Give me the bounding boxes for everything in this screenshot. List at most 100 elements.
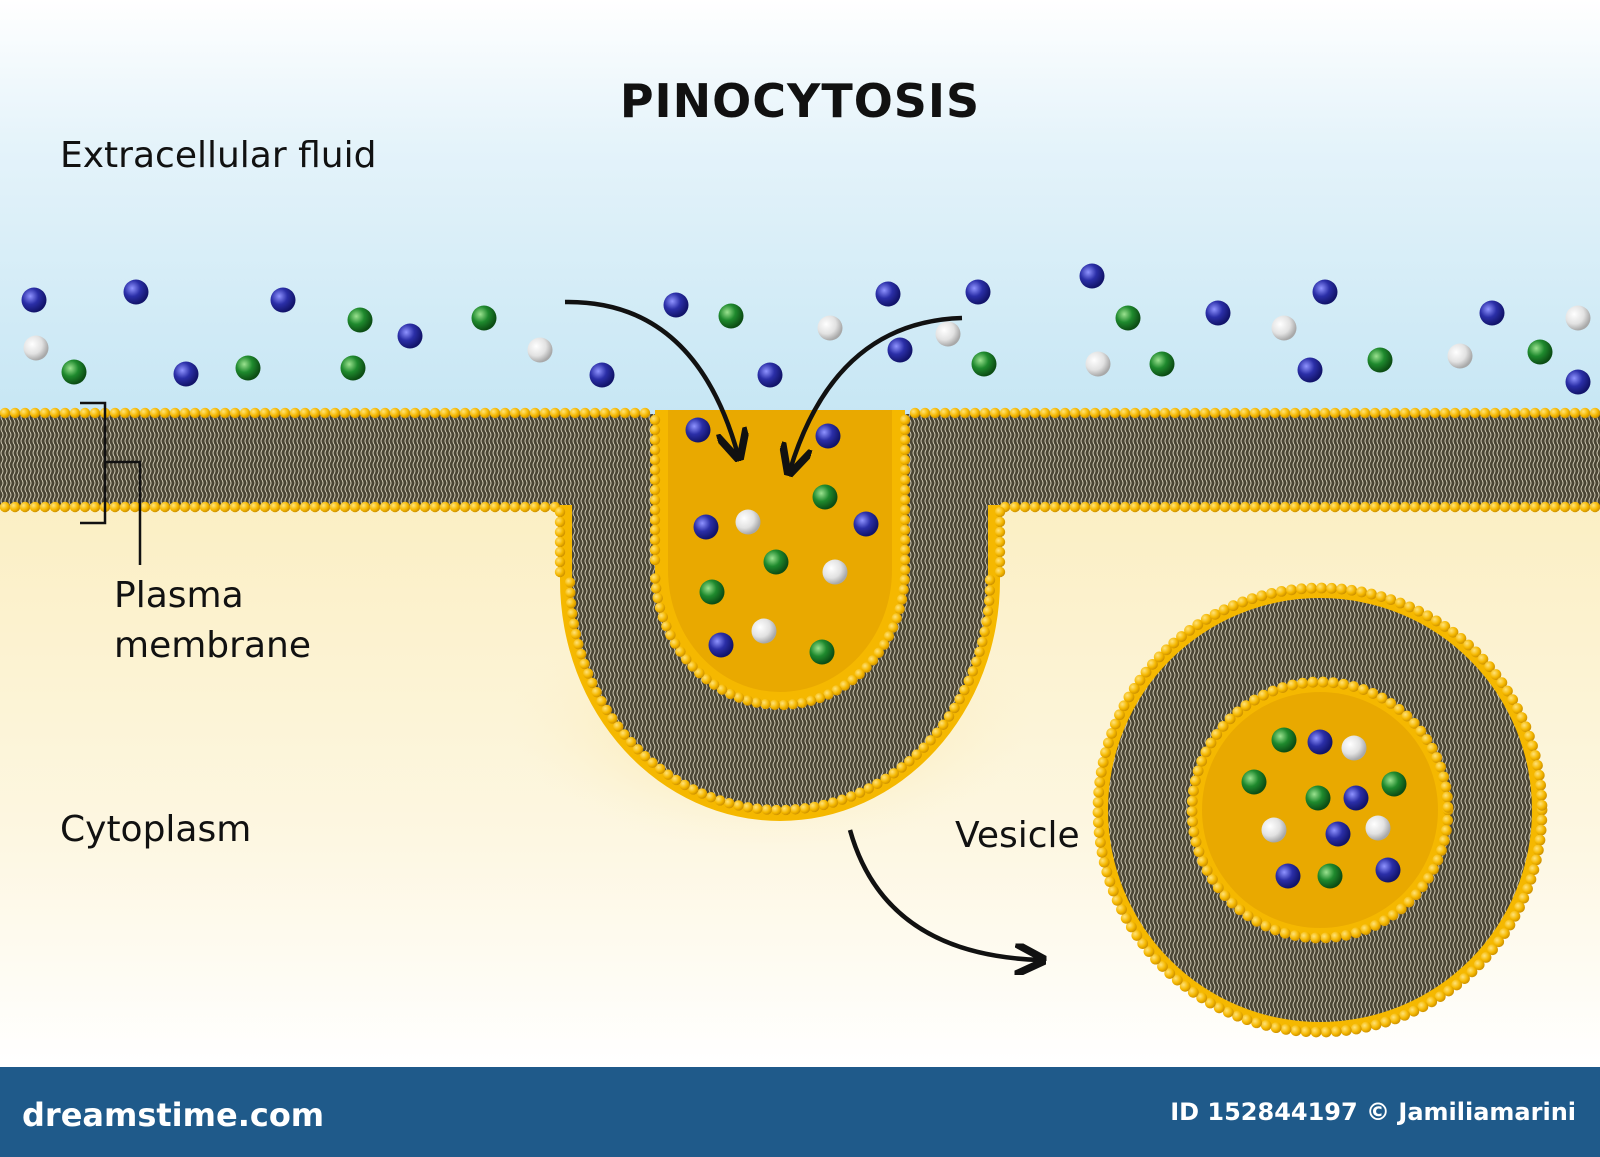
phospholipid-head xyxy=(1487,944,1498,956)
phospholipid-head xyxy=(1535,779,1547,791)
phospholipid-head xyxy=(661,620,672,632)
phospholipid-head xyxy=(716,684,728,695)
phospholipid-head xyxy=(379,501,391,513)
phospholipid-head xyxy=(1404,601,1415,613)
phospholipid-head xyxy=(319,501,331,513)
phospholipid-head xyxy=(1440,781,1452,793)
phospholipid-head xyxy=(994,516,1006,528)
phospholipid-head xyxy=(607,713,618,724)
blue-particle xyxy=(887,337,913,363)
phospholipid-head xyxy=(1119,501,1131,513)
phospholipid-head xyxy=(761,804,773,815)
phospholipid-head xyxy=(909,407,921,419)
phospholipid-head xyxy=(1039,407,1051,419)
phospholipid-head xyxy=(69,407,81,419)
phospholipid-head xyxy=(1159,407,1171,419)
phospholipid-head xyxy=(1378,915,1390,927)
phospholipid-head xyxy=(694,667,705,679)
phospholipid-head xyxy=(1536,789,1547,801)
phospholipid-head xyxy=(1029,407,1041,419)
phospholipid-head xyxy=(847,674,858,686)
phospholipid-head xyxy=(880,773,891,784)
phospholipid-head xyxy=(554,556,566,568)
phospholipid-head xyxy=(59,501,71,513)
phospholipid-head xyxy=(509,501,521,513)
phospholipid-head xyxy=(570,628,582,640)
phospholipid-head xyxy=(1376,692,1388,704)
phospholipid-head xyxy=(1310,1026,1322,1038)
phospholipid-head xyxy=(1394,597,1406,609)
phospholipid-head xyxy=(1259,501,1271,513)
phospholipid-head xyxy=(565,598,577,609)
phospholipid-head xyxy=(1287,679,1298,691)
phospholipid-head xyxy=(714,795,726,806)
phospholipid-head xyxy=(1549,501,1561,513)
phospholipid-head xyxy=(149,407,161,419)
phospholipid-head xyxy=(1466,966,1478,978)
phospholipid-head xyxy=(559,407,571,419)
phospholipid-head xyxy=(529,407,541,419)
phospholipid-head xyxy=(1102,737,1114,749)
membrane-phospholipid-heads xyxy=(0,407,1600,513)
phospholipid-head xyxy=(969,407,981,419)
phospholipid-head xyxy=(1224,713,1236,725)
green-particle xyxy=(1317,863,1343,889)
phospholipid-head xyxy=(1426,742,1438,754)
phospholipid-head xyxy=(1150,953,1161,965)
phospholipid-head xyxy=(904,756,915,767)
phospholipid-head xyxy=(1204,997,1216,1009)
phospholipid-head xyxy=(449,501,461,513)
phospholipid-head xyxy=(839,680,850,691)
blue-particle xyxy=(21,287,47,313)
phospholipid-head xyxy=(949,702,960,714)
phospholipid-head xyxy=(359,407,371,419)
phospholipid-head xyxy=(959,407,971,419)
phospholipid-head xyxy=(1269,924,1281,936)
phospholipid-head xyxy=(1179,407,1191,419)
phospholipid-head xyxy=(1449,407,1461,419)
phospholipid-head xyxy=(1300,1026,1312,1037)
phospholipid-head xyxy=(1370,1019,1382,1031)
phospholipid-head xyxy=(429,407,441,419)
phospholipid-head xyxy=(1360,924,1372,935)
phospholipid-head xyxy=(59,407,71,419)
phospholipid-head xyxy=(1260,920,1272,932)
blue-particle xyxy=(965,279,991,305)
phospholipid-head xyxy=(449,407,461,419)
phospholipid-head xyxy=(1523,730,1535,742)
green-particle xyxy=(1149,351,1175,377)
green-particle xyxy=(1271,727,1297,753)
phospholipid-head xyxy=(159,407,171,419)
phospholipid-head xyxy=(139,407,151,419)
phospholipid-head xyxy=(654,763,666,775)
phospholipid-head xyxy=(219,407,231,419)
extracellular-fluid-region xyxy=(0,0,1600,420)
green-particle xyxy=(1381,771,1407,797)
phospholipid-head xyxy=(1193,846,1205,858)
phospholipid-head xyxy=(1415,725,1427,737)
phospholipid-head xyxy=(1499,501,1511,513)
phospholipid-head xyxy=(1307,676,1319,688)
phospholipid-head xyxy=(760,698,771,710)
phospholipid-head xyxy=(1477,653,1489,665)
phospholipid-head xyxy=(1205,737,1217,749)
phospholipid-head xyxy=(1439,407,1451,419)
phospholipid-head xyxy=(1536,814,1548,826)
phospholipid-head xyxy=(499,501,511,513)
phospholipid-head xyxy=(1367,688,1379,699)
phospholipid-head xyxy=(1169,501,1181,513)
phospholipid-head xyxy=(1209,608,1221,620)
phospholipid-head xyxy=(299,407,311,419)
phospholipid-head xyxy=(823,689,834,700)
phospholipid-head xyxy=(1499,928,1510,939)
phospholipid-head xyxy=(1266,587,1277,599)
phospholipid-head xyxy=(1094,776,1106,788)
phospholipid-head xyxy=(1116,904,1127,915)
footer-brand-link[interactable]: dreamstime.com xyxy=(22,1096,325,1134)
phospholipid-head xyxy=(899,544,911,556)
phospholipid-head xyxy=(1359,407,1371,419)
phospholipid-head xyxy=(652,592,663,604)
phospholipid-head xyxy=(439,501,451,513)
phospholipid-head xyxy=(459,407,471,419)
